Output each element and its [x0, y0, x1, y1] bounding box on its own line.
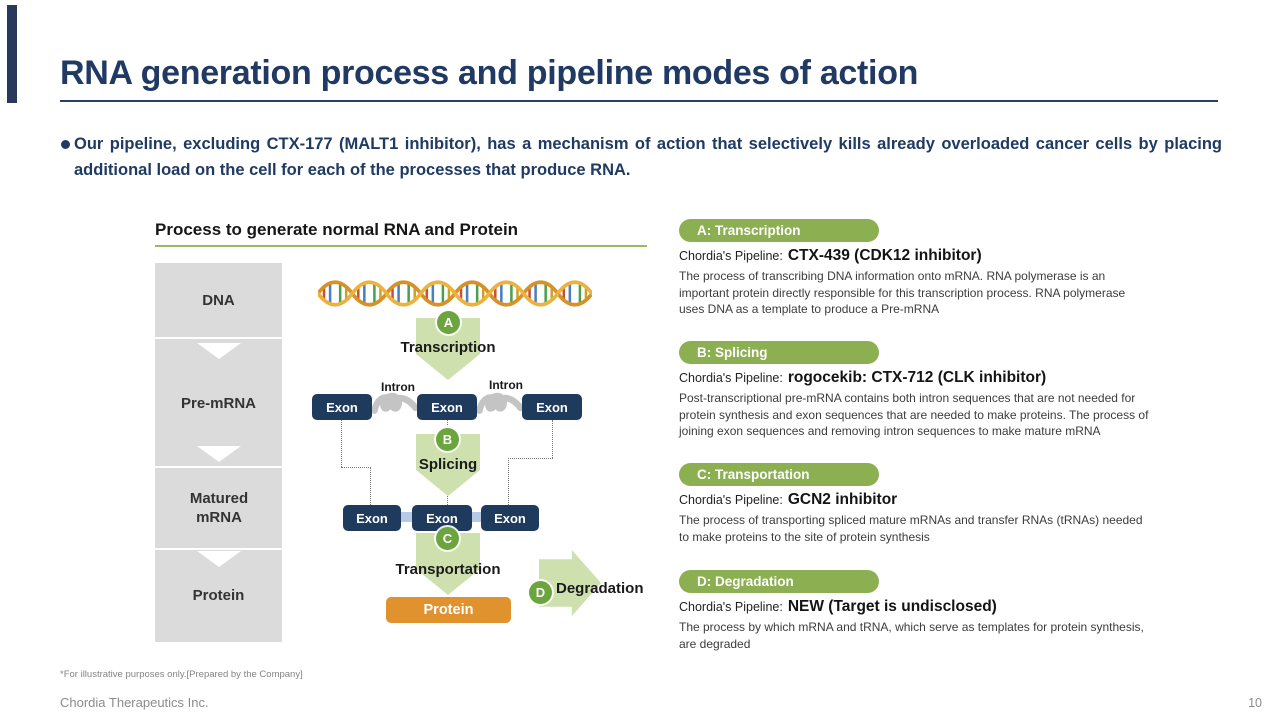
- section-degradation: D: Degradation Chordia's Pipeline: NEW (T…: [679, 570, 1154, 652]
- pipeline-line: Chordia's Pipeline: rogocekib: CTX-712 (C…: [679, 369, 1154, 387]
- pipeline-prefix: Chordia's Pipeline:: [679, 493, 783, 507]
- dotted-connector: [508, 458, 553, 459]
- section-header-pill: D: Degradation: [679, 570, 879, 593]
- intron-squiggle-icon: [476, 392, 524, 414]
- step-badge-a: A: [437, 311, 460, 334]
- exon-connector: [470, 512, 483, 522]
- section-body: Post-transcriptional pre-mRNA contains b…: [679, 391, 1149, 438]
- pipeline-name: NEW (Target is undisclosed): [787, 598, 997, 615]
- exon-box: Exon: [343, 505, 401, 531]
- intron-squiggle-icon: [371, 392, 419, 414]
- stage-separator: [155, 337, 282, 339]
- diagram-heading: Process to generate normal RNA and Prote…: [155, 220, 519, 239]
- step-label-transportation: Transportation: [395, 561, 501, 578]
- step-badge-b: B: [436, 428, 459, 451]
- section-body: The process by which mRNA and tRNA, whic…: [679, 620, 1144, 651]
- stage-label-dna: DNA: [202, 292, 235, 309]
- footer-company-name: Chordia Therapeutics Inc.: [60, 695, 209, 710]
- title-underline: [60, 100, 1218, 102]
- section-transportation: C: Transportation Chordia's Pipeline: GCN…: [679, 463, 1154, 545]
- intro-text: Our pipeline, excluding CTX-177 (MALT1 i…: [74, 135, 1222, 179]
- stage-separator: [155, 548, 282, 550]
- exon-box: Exon: [412, 505, 472, 531]
- pipeline-line: Chordia's Pipeline: CTX-439 (CDK12 inhibi…: [679, 247, 1154, 265]
- protein-box: Protein: [386, 597, 511, 623]
- page-title: RNA generation process and pipeline mode…: [60, 54, 919, 92]
- step-label-degradation: Degradation: [556, 580, 644, 597]
- bullet-dot-icon: [61, 140, 70, 149]
- exon-box: Exon: [522, 394, 582, 420]
- stage-separator: [155, 466, 282, 468]
- chevron-down-icon: [197, 446, 241, 462]
- dotted-connector: [508, 458, 509, 505]
- intron-label: Intron: [489, 378, 523, 392]
- section-splicing: B: Splicing Chordia's Pipeline: rogocekib…: [679, 341, 1154, 440]
- stage-column: DNA Pre-mRNA Matured mRNA Protein: [155, 263, 282, 642]
- step-badge-d: D: [529, 581, 552, 604]
- step-badge-c: C: [436, 527, 459, 550]
- stage-label-pre-mrna: Pre-mRNA: [180, 395, 256, 412]
- step-label-splicing: Splicing: [418, 456, 478, 473]
- section-body: The process of transcribing DNA informat…: [679, 269, 1126, 316]
- accent-bar: [7, 5, 17, 103]
- section-header-pill: B: Splicing: [679, 341, 879, 364]
- pipeline-line: Chordia's Pipeline: GCN2 inhibitor: [679, 491, 1154, 509]
- diagram-heading-underline: [155, 245, 647, 247]
- exon-connector: [399, 512, 414, 522]
- pipeline-line: Chordia's Pipeline: NEW (Target is undisc…: [679, 598, 1154, 616]
- intro-bullet-block: Our pipeline, excluding CTX-177 (MALT1 i…: [60, 132, 1222, 183]
- step-label-transcription: Transcription: [400, 339, 496, 356]
- dotted-connector: [552, 420, 553, 458]
- pipeline-name: CTX-439 (CDK12 inhibitor): [787, 247, 982, 264]
- exon-box: Exon: [481, 505, 539, 531]
- exon-box: Exon: [312, 394, 372, 420]
- stage-label-protein: Protein: [192, 587, 245, 604]
- pipeline-prefix: Chordia's Pipeline:: [679, 371, 783, 385]
- section-body: The process of transporting spliced matu…: [679, 513, 1143, 544]
- section-transcription: A: Transcription Chordia's Pipeline: CTX-…: [679, 219, 1154, 318]
- pipeline-name: rogocekib: CTX-712 (CLK inhibitor): [787, 369, 1047, 386]
- dotted-connector: [341, 467, 371, 468]
- chevron-down-icon: [197, 551, 241, 567]
- section-header-pill: A: Transcription: [679, 219, 879, 242]
- footnote: *For illustrative purposes only.[Prepare…: [60, 669, 303, 680]
- exon-box: Exon: [417, 394, 477, 420]
- pipeline-name: GCN2 inhibitor: [787, 491, 898, 508]
- dna-helix-image: [316, 277, 594, 310]
- pipeline-prefix: Chordia's Pipeline:: [679, 249, 783, 263]
- stage-label-matured-mrna: Matured mRNA: [189, 490, 249, 526]
- page-number: 10: [1248, 696, 1262, 710]
- dotted-connector: [370, 467, 371, 505]
- dotted-connector: [341, 420, 342, 467]
- pipeline-prefix: Chordia's Pipeline:: [679, 600, 783, 614]
- chevron-down-icon: [197, 343, 241, 359]
- section-header-pill: C: Transportation: [679, 463, 879, 486]
- intron-label: Intron: [381, 380, 415, 394]
